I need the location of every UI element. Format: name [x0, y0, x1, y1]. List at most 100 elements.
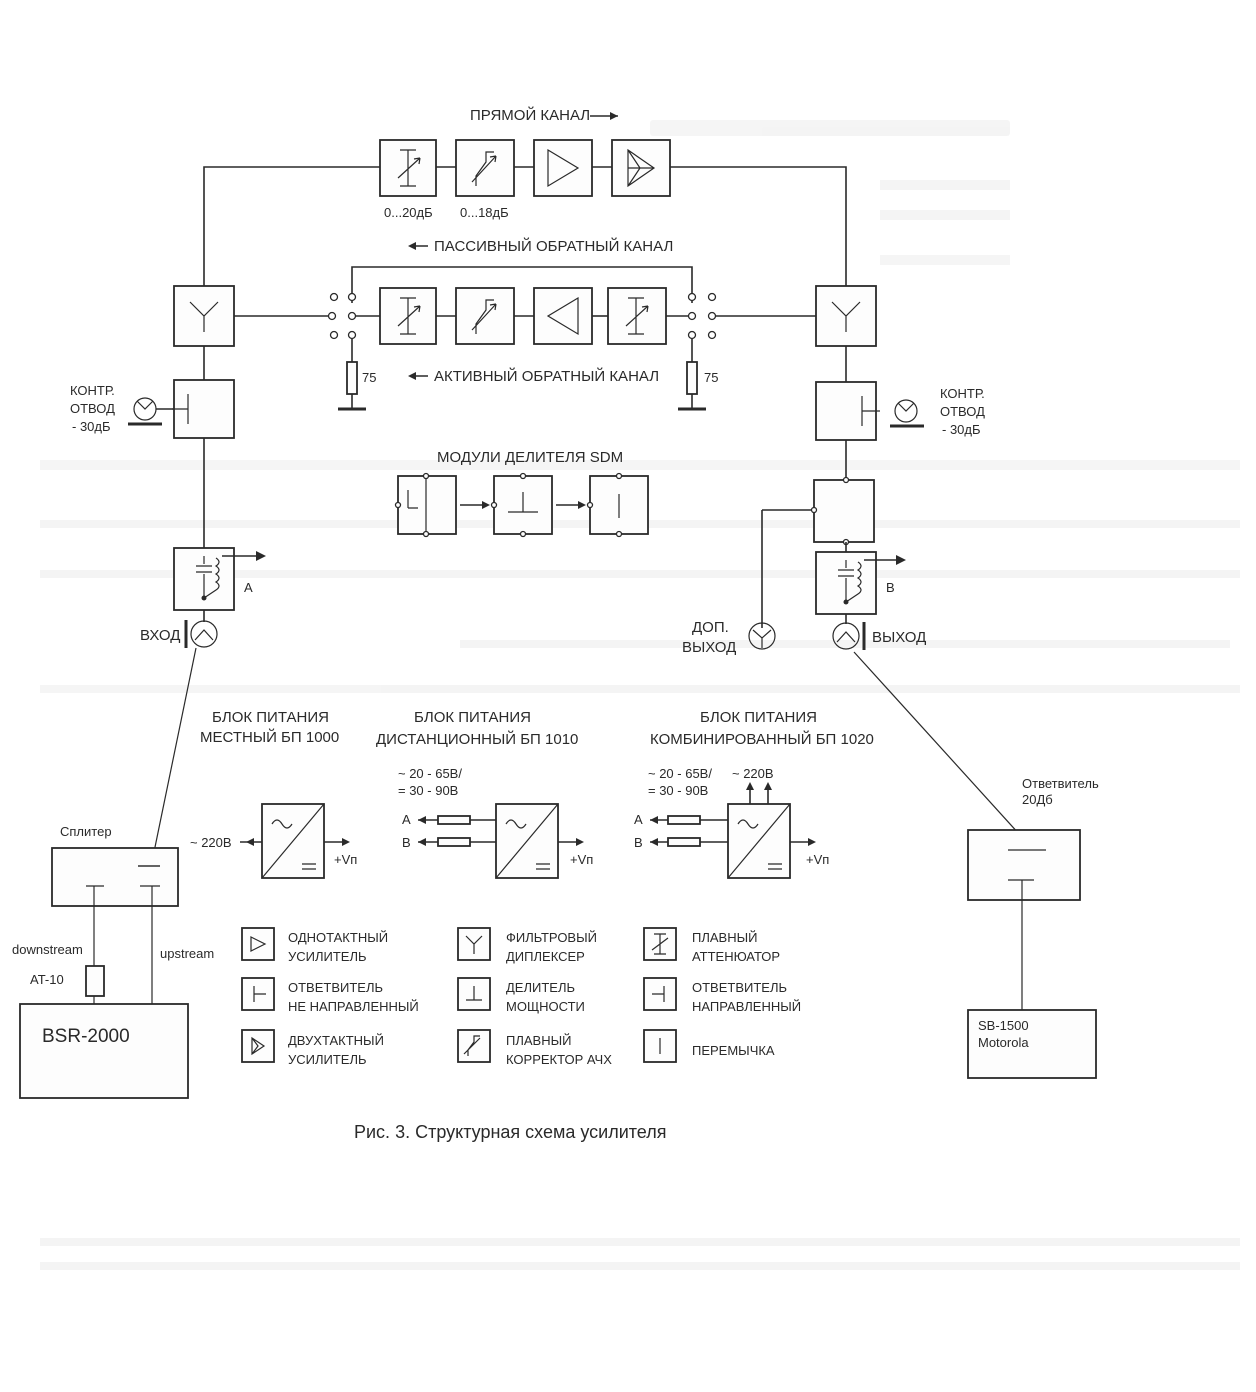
return-attenuator-block-left [379, 287, 437, 345]
input-cable-line [153, 647, 197, 853]
legend-swatch-equalizer [457, 1029, 491, 1063]
psu-combined-spec1: ~ 20 - 65В/ [648, 766, 712, 781]
legend-7-line1: ОТВЕТВИТЕЛЬ [692, 980, 787, 995]
power-splitter-icon [508, 492, 538, 513]
dc-icon [768, 863, 782, 870]
sdm-modules-label: МОДУЛИ ДЕЛИТЕЛЯ SDM [437, 449, 623, 466]
left-test-point-line3: - 30дБ [72, 419, 111, 434]
sdm-arrow-icon [482, 501, 490, 509]
right-termination-resistor [686, 361, 698, 395]
legend-swatch-pushpull-amp [241, 1029, 275, 1063]
attenuator-icon [397, 149, 421, 187]
legend-3-line1: ФИЛЬТРОВЫЙ [506, 930, 597, 945]
left-test-point-block [172, 379, 235, 439]
fuse-icon [667, 815, 701, 825]
legend-2-line2: УСИЛИТЕЛЬ [288, 1052, 367, 1067]
right-diplexer-block [815, 285, 877, 347]
forward-arrowhead-icon [610, 112, 618, 120]
capacitor-icon [838, 560, 854, 602]
equalizer-icon [463, 1035, 481, 1056]
passive-return-line [351, 266, 693, 303]
forward-single-amplifier-block [533, 139, 593, 197]
active-return-label: АКТИВНЫЙ ОБРАТНЫЙ КАНАЛ [434, 367, 659, 385]
psu-local-title-1: БЛОК ПИТАНИЯ [212, 709, 329, 726]
attenuator-icon [397, 297, 421, 335]
legend-1-line2: НЕ НАПРАВЛЕННЫЙ [288, 999, 419, 1014]
psu-remote-spec2: = 30 - 90В [398, 783, 458, 798]
push-pull-amplifier-icon [627, 148, 656, 188]
single-ended-amplifier-icon [546, 296, 579, 336]
attenuator-icon [625, 297, 649, 335]
sdm-module-directional [394, 472, 457, 538]
left-diplexer-block [173, 285, 235, 347]
right-test-point-line3: - 30дБ [942, 422, 981, 437]
at10-attenuator-box [85, 965, 105, 997]
forward-equalizer-block [455, 139, 515, 197]
dc-icon [302, 863, 316, 870]
fuse-icon [667, 837, 701, 847]
legend-0-line2: УСИЛИТЕЛЬ [288, 949, 367, 964]
psu-remote-spec1: ~ 20 - 65В/ [398, 766, 462, 781]
power-arrow-icon [896, 555, 906, 565]
passive-return-label: ПАССИВНЫЙ ОБРАТНЫЙ КАНАЛ [434, 237, 673, 255]
diplexer-icon [831, 301, 861, 332]
diplexer-icon [465, 935, 483, 954]
coupler-label-2: 20Дб [1022, 792, 1053, 807]
output-port-label: ВЫХОД [872, 629, 926, 646]
forward-line-right [670, 166, 847, 286]
right-test-point-line2: ОТВОД [940, 404, 985, 419]
fuse-icon [437, 837, 471, 847]
splitter-label: Сплитер [60, 824, 112, 839]
output-cable-line [853, 651, 1031, 847]
ac-icon [505, 819, 527, 829]
aux-output-label-1: ДОП. [692, 619, 729, 636]
attenuator-icon [651, 933, 669, 955]
legend-4-line2: МОЩНОСТИ [506, 999, 585, 1014]
legend-2-line1: ДВУХТАКТНЫЙ [288, 1033, 384, 1048]
forward-attenuator-block [379, 139, 437, 197]
sdm-module-splitter [490, 472, 553, 538]
psu-local-block [261, 803, 325, 879]
right-sdm-slot-block [813, 479, 875, 543]
bsr-2000-label: BSR-2000 [42, 1026, 130, 1047]
right-test-point-block [815, 381, 880, 441]
upstream-label: upstream [160, 946, 214, 961]
sb-1500-box [967, 1009, 1097, 1079]
sdm-arrow-icon [578, 501, 586, 509]
return-attenuator-block-right [607, 287, 667, 345]
right-return-switch [687, 292, 717, 340]
left-test-point-line1: КОНТР. [70, 383, 115, 398]
psu-combined-block [727, 803, 791, 879]
figure-caption: Рис. 3. Структурная схема усилителя [354, 1122, 666, 1142]
power-arrow-icon [256, 551, 266, 561]
return-amplifier-block [533, 287, 593, 345]
directional-tap-icon [407, 476, 427, 534]
input-port-icon [190, 620, 218, 648]
psu-remote-b: B [402, 835, 411, 850]
psu-combined-title-2: КОМБИНИРОВАННЫЙ БП 1020 [650, 730, 874, 748]
psu-remote-a: A [402, 812, 411, 827]
legend-5-line2: КОРРЕКТОР АЧХ [506, 1052, 612, 1067]
coupler-box [967, 829, 1081, 901]
psu-remote-output: +Vп [570, 852, 593, 867]
right-power-label-b: B [886, 580, 895, 595]
psu-combined-title-1: БЛОК ПИТАНИЯ [700, 709, 817, 726]
dc-icon [536, 863, 550, 870]
non-directional-tap-icon [172, 394, 189, 424]
ac-icon [737, 819, 759, 829]
legend-5-line1: ПЛАВНЫЙ [506, 1033, 571, 1048]
forward-atten-value: 0...20дБ [384, 205, 433, 220]
legend-3-line2: ДИПЛЕКСЕР [506, 949, 585, 964]
legend-swatch-single-amp [241, 927, 275, 961]
legend-4-line1: ДЕЛИТЕЛЬ [506, 980, 575, 995]
motorola-label: Motorola [978, 1035, 1029, 1050]
bsr-2000-box [19, 1003, 189, 1099]
output-port-icon [832, 622, 860, 650]
aux-output-port-icon [748, 622, 776, 650]
psu-combined-a: A [634, 812, 643, 827]
legend-6-line1: ПЛАВНЫЙ [692, 930, 757, 945]
diplexer-icon [189, 301, 219, 332]
forward-channel-label: ПРЯМОЙ КАНАЛ [470, 106, 590, 124]
push-pull-amplifier-icon [251, 1036, 266, 1056]
